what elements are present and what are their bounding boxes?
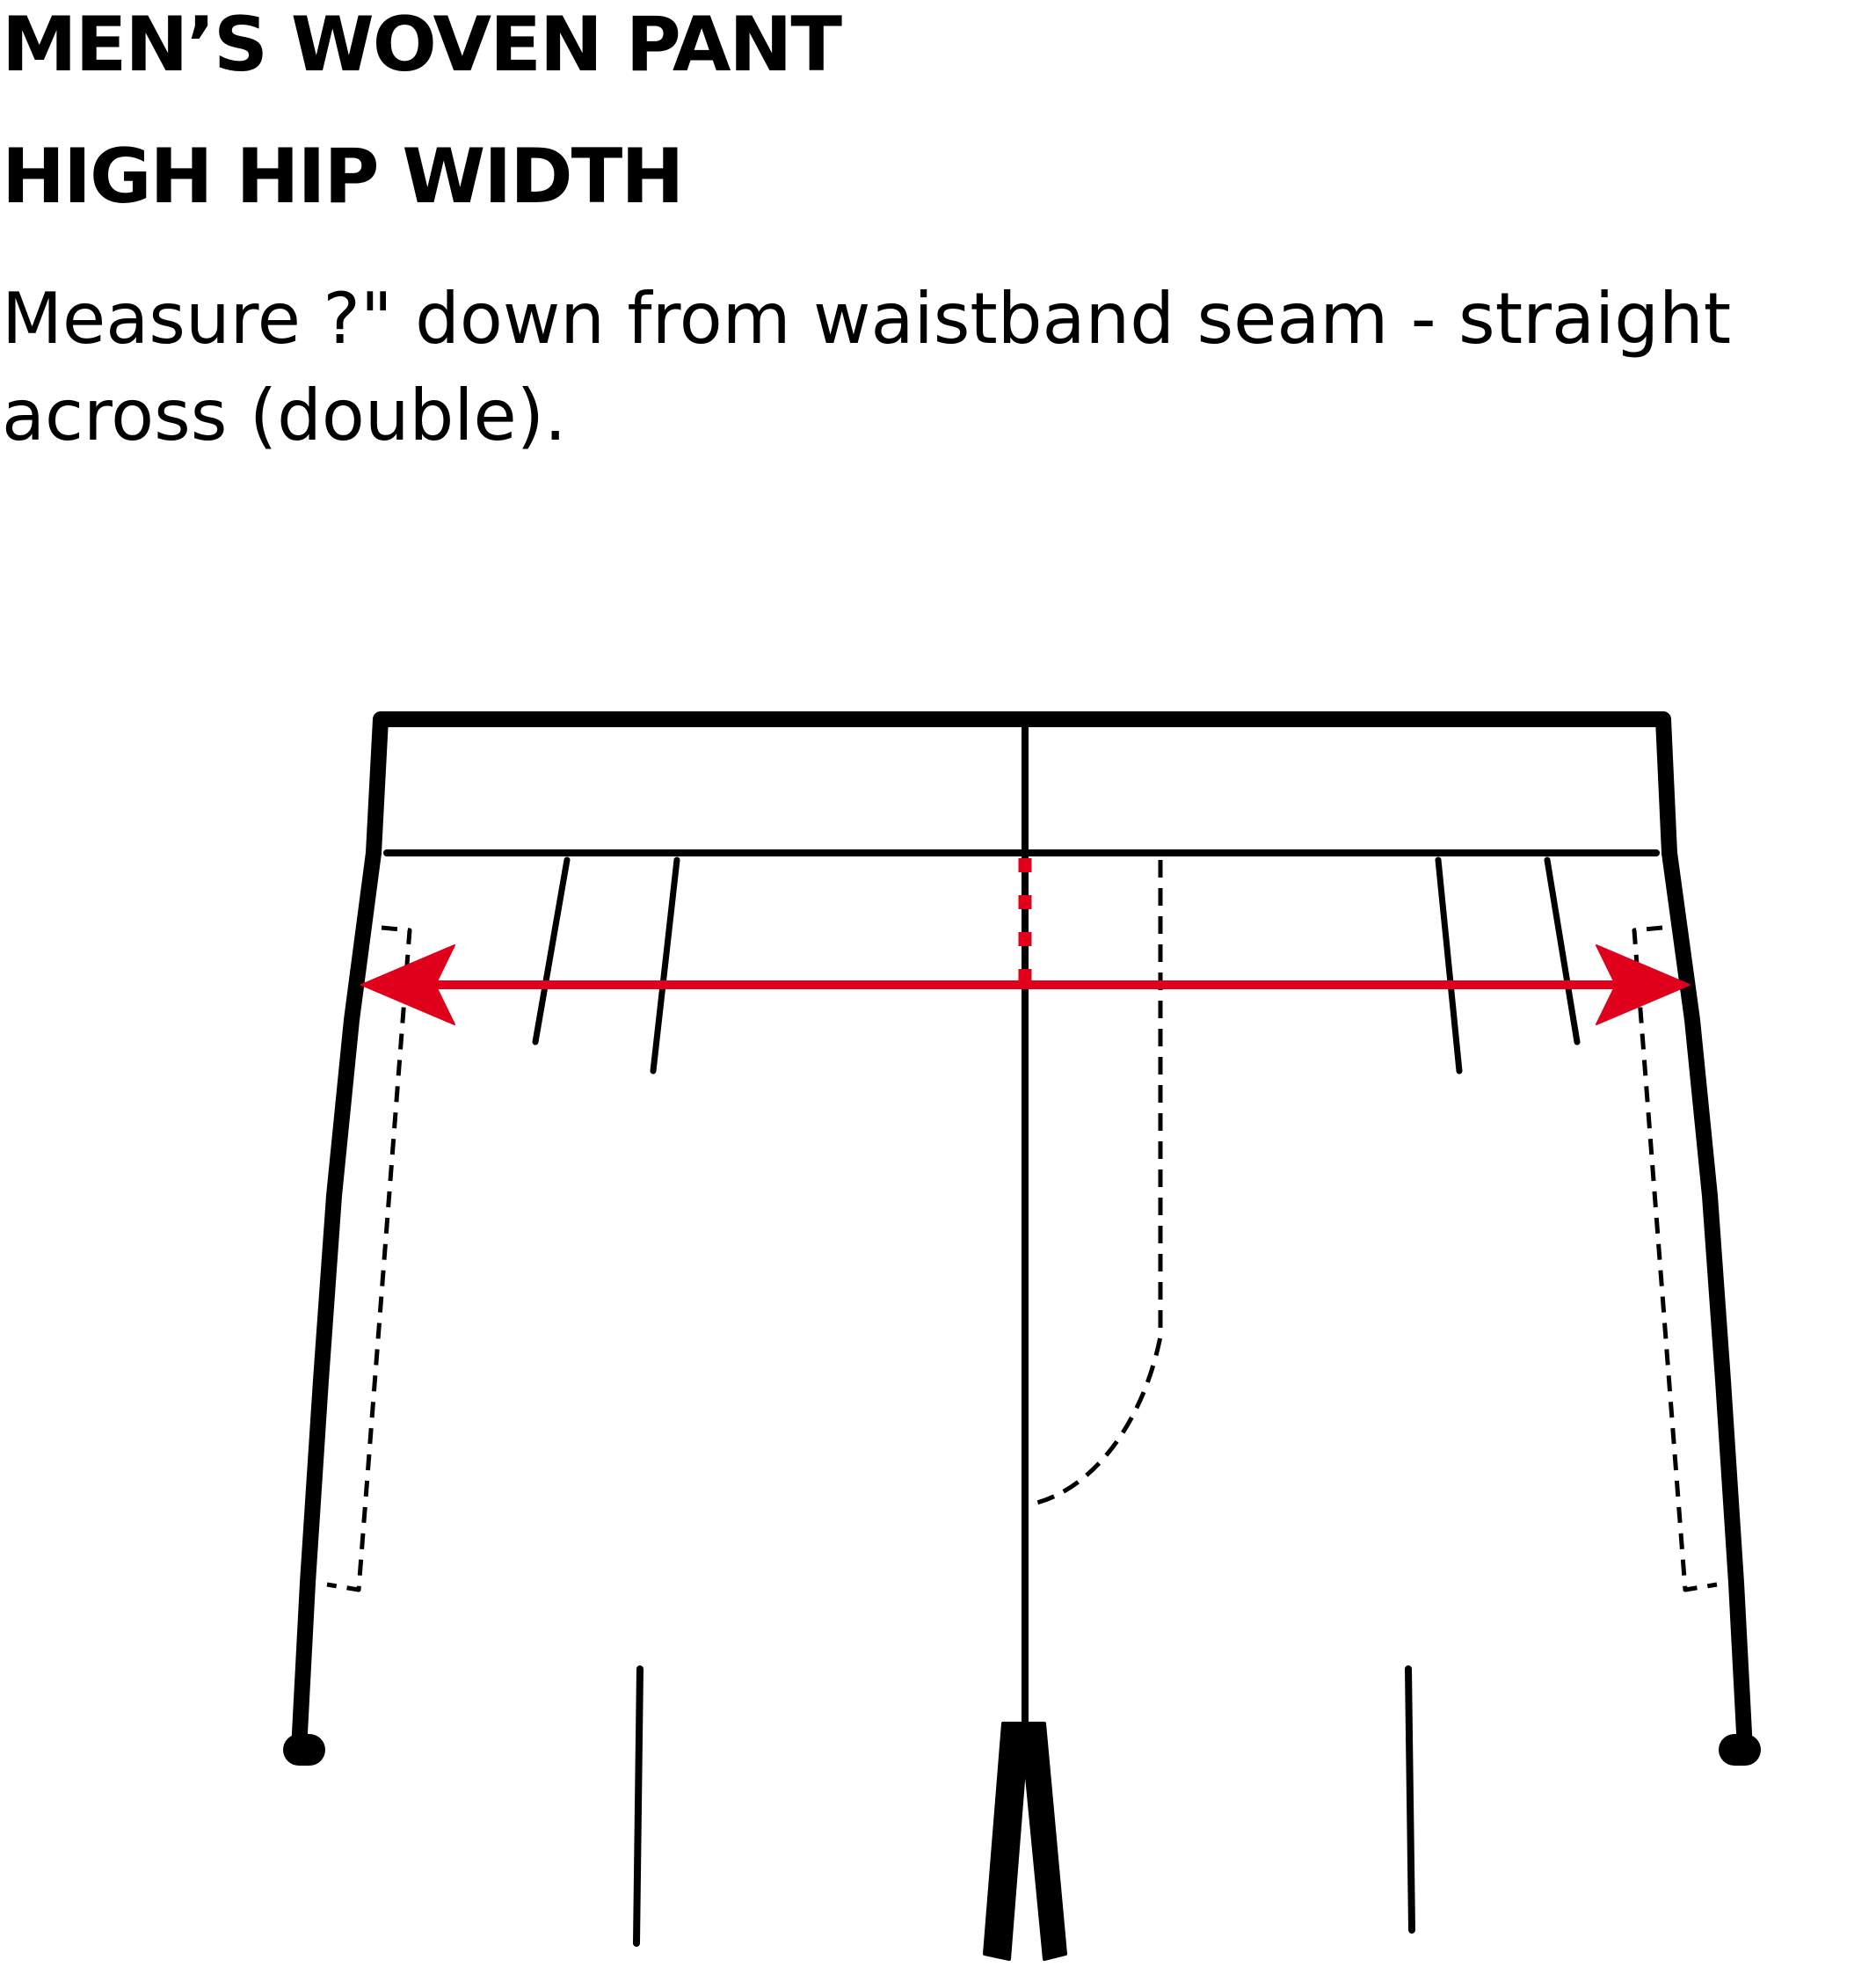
right-side-seam <box>1661 845 1753 1758</box>
left-pocket-stitching <box>326 925 412 1592</box>
belt-loop-left-outer <box>532 856 571 1045</box>
measurement-instructions: Measure ?" down from waistband seam - st… <box>2 278 1732 456</box>
inseam-crotch <box>983 1722 1067 1961</box>
belt-loop-right-inner <box>1435 856 1463 1075</box>
left-leg-crease <box>633 1665 644 1947</box>
measurement-title: HIGH HIP WIDTH <box>2 133 684 221</box>
belt-loop-left-inner <box>650 856 680 1075</box>
arrowhead-left <box>360 944 455 1025</box>
fly-stitching <box>1024 860 1163 1508</box>
arrowhead-right <box>1596 944 1691 1025</box>
left-side-seam <box>291 845 382 1758</box>
right-pocket-stitching <box>1632 925 1718 1592</box>
page-title: MEN’S WOVEN PANT <box>2 1 842 89</box>
right-leg-crease <box>1405 1665 1415 1934</box>
waistband-outline <box>366 711 1677 861</box>
belt-loop-right-outer <box>1544 856 1581 1045</box>
